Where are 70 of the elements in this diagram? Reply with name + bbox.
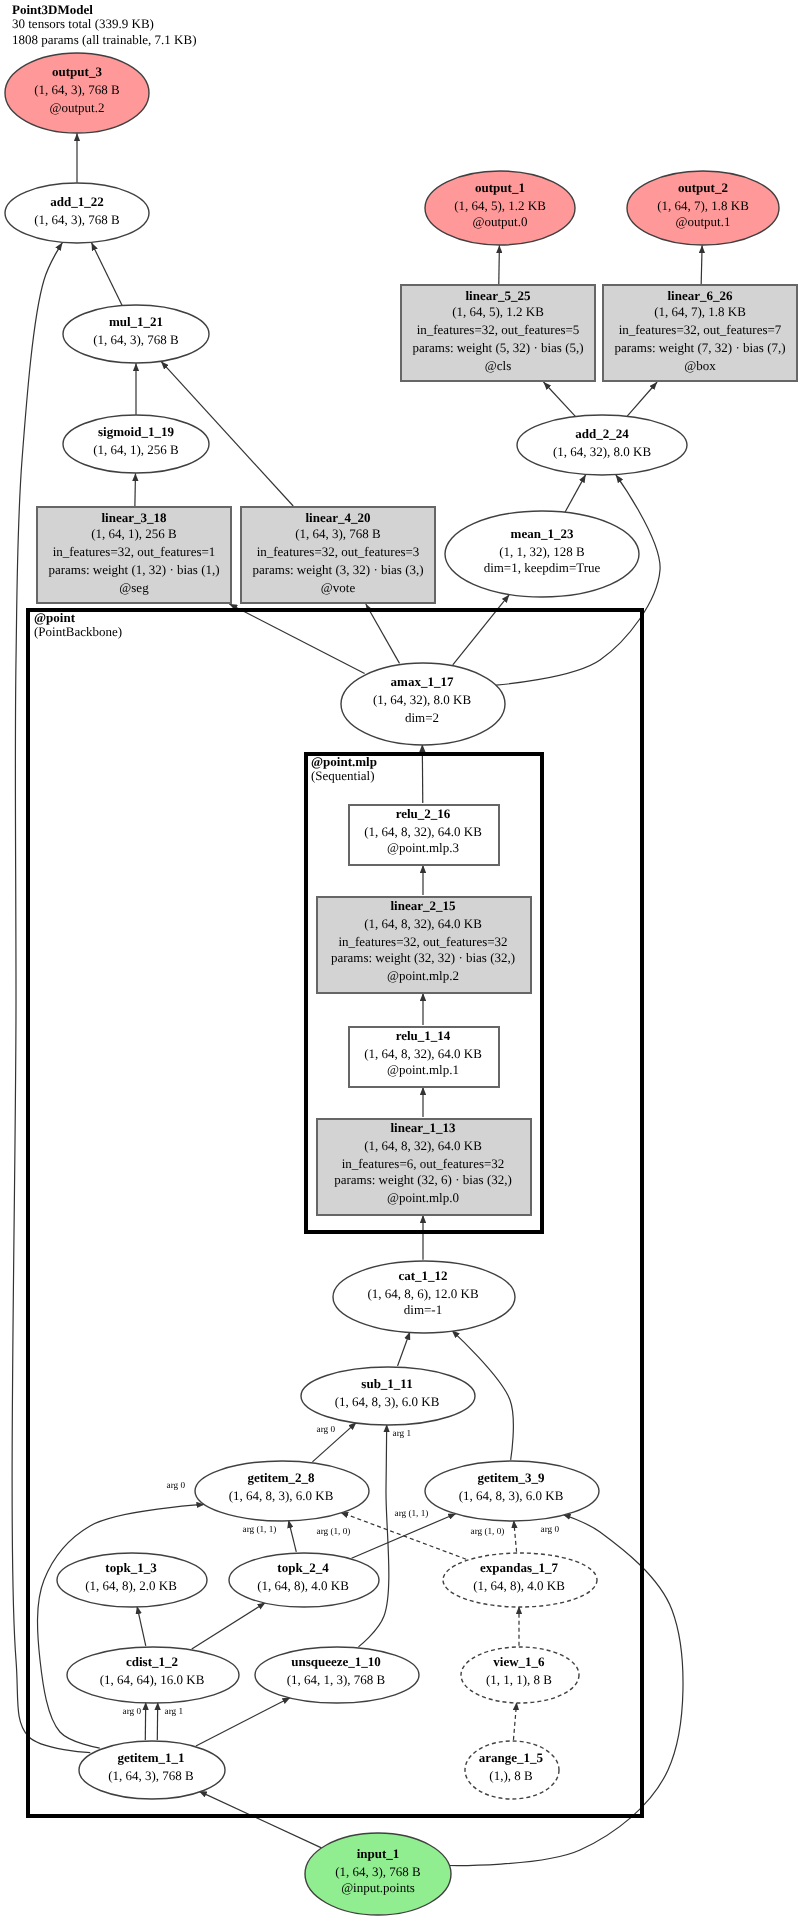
arrow xyxy=(36,1501,205,1749)
arrow xyxy=(154,1701,161,1741)
operation-node xyxy=(299,1365,475,1425)
arrow xyxy=(419,743,426,804)
operation-node xyxy=(193,1459,369,1521)
module-frame xyxy=(26,608,644,1818)
activation-box xyxy=(347,803,499,865)
operation-node xyxy=(516,414,688,476)
dashed-arrow xyxy=(512,1701,520,1741)
arrow xyxy=(451,1329,514,1461)
arrow xyxy=(495,474,661,686)
operation-node xyxy=(423,1459,599,1521)
arrow xyxy=(195,1696,291,1747)
arrow xyxy=(350,1512,457,1559)
arrow xyxy=(419,1214,427,1261)
arrow xyxy=(90,242,123,306)
dashed-arrow xyxy=(511,1519,518,1553)
arrow xyxy=(698,244,706,285)
arrow xyxy=(132,362,140,416)
arrow xyxy=(11,242,91,1754)
arrow xyxy=(287,1519,297,1553)
dashed-operation-node xyxy=(459,1645,579,1703)
arrow xyxy=(626,381,658,417)
module-frame xyxy=(303,751,543,1233)
dashed-arrow xyxy=(515,1605,523,1647)
arrow xyxy=(452,594,510,666)
operation-node xyxy=(339,661,505,745)
input-node xyxy=(304,1832,452,1916)
operation-node xyxy=(444,510,640,598)
arrow xyxy=(228,603,366,675)
operation-node xyxy=(331,1259,515,1333)
operation-node xyxy=(227,1551,379,1607)
arrow xyxy=(419,1086,427,1118)
operation-node xyxy=(4,182,150,244)
arrow xyxy=(564,474,587,513)
layer-box xyxy=(602,284,798,382)
layer-box xyxy=(240,506,436,604)
arrow xyxy=(135,1605,147,1647)
operation-node xyxy=(55,1551,207,1607)
output-node xyxy=(626,170,780,246)
operation-node xyxy=(62,304,210,364)
arrow xyxy=(191,1602,267,1650)
operation-node xyxy=(253,1645,419,1703)
dashed-operation-node xyxy=(441,1551,597,1607)
dashed-arrow xyxy=(339,1511,467,1560)
arrow xyxy=(496,244,503,285)
arrow xyxy=(419,992,427,1026)
layer-box xyxy=(315,1117,531,1215)
arrow xyxy=(542,381,576,417)
arrow xyxy=(357,1423,390,1648)
output-node xyxy=(4,52,150,134)
operation-node xyxy=(77,1739,225,1799)
layer-box xyxy=(315,895,531,993)
output-node xyxy=(424,170,576,246)
dashed-operation-node xyxy=(463,1739,559,1799)
arrow xyxy=(73,132,81,184)
layer-box xyxy=(400,284,596,382)
activation-box xyxy=(347,1025,499,1087)
layer-box xyxy=(36,506,232,604)
arrow xyxy=(142,1701,149,1741)
arrow xyxy=(449,1513,684,1867)
arrow xyxy=(198,1790,323,1849)
arrow xyxy=(311,1421,358,1463)
operation-node xyxy=(65,1645,239,1703)
arrow xyxy=(132,472,139,507)
arrow xyxy=(160,360,294,507)
arrow xyxy=(365,603,401,664)
operation-node xyxy=(62,414,210,474)
arrow xyxy=(419,864,427,896)
arrow xyxy=(396,1331,411,1367)
